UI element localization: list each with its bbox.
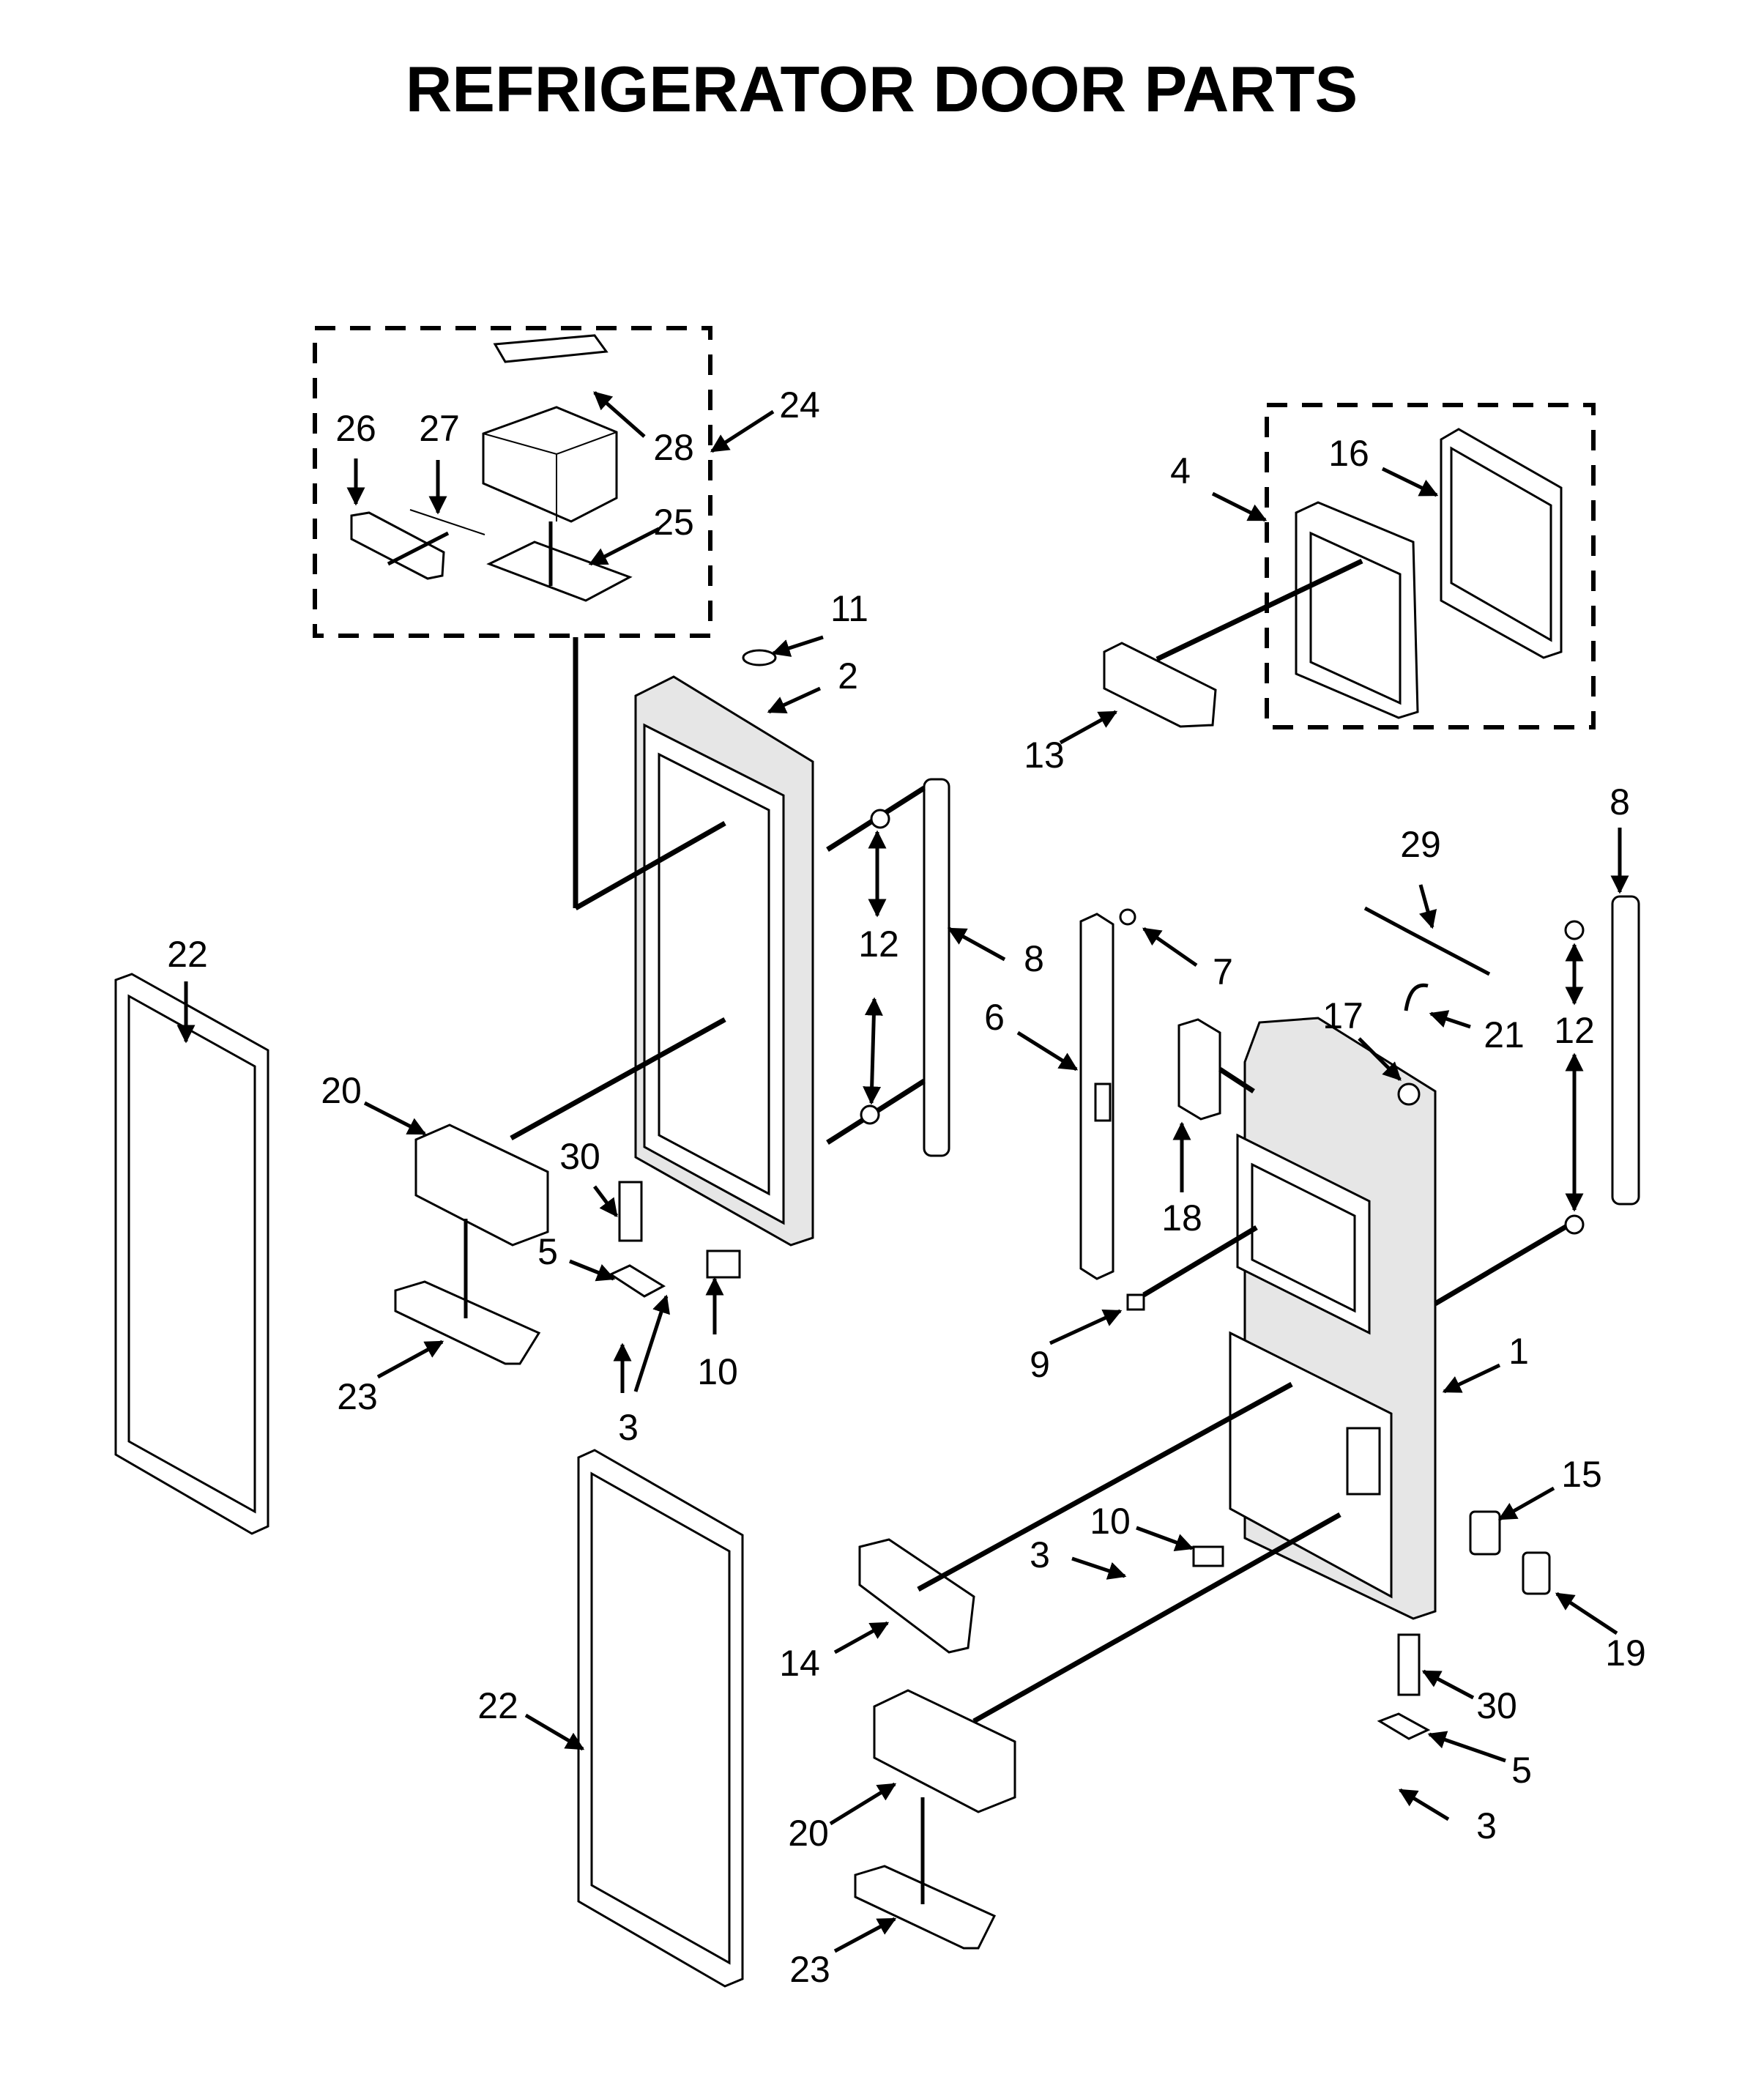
callout-1: 1	[1508, 1331, 1529, 1372]
part-20-lower-bin	[873, 1512, 1341, 1813]
callout-26: 26	[335, 408, 376, 449]
callout-3-left: 3	[618, 1407, 639, 1448]
callout-11: 11	[830, 588, 868, 629]
part-24-bin-housing	[482, 406, 618, 523]
part-27-rod	[387, 509, 485, 566]
callout-10-left: 10	[697, 1351, 738, 1392]
callout-13: 13	[1024, 735, 1065, 776]
part-11-clip	[742, 649, 777, 666]
callout-8-right: 8	[1609, 781, 1630, 822]
part-7-screw	[1119, 908, 1136, 926]
part-13-door-bin	[1103, 642, 1217, 728]
callout-23-lower: 23	[789, 1949, 830, 1990]
callout-15: 15	[1561, 1454, 1602, 1495]
part-15-ring	[1469, 1510, 1501, 1556]
callout-23-left: 23	[337, 1376, 378, 1417]
callout-7: 7	[1213, 951, 1233, 992]
callout-3-right: 3	[1030, 1534, 1050, 1575]
part-8-left-handle	[826, 778, 950, 1157]
callout-17: 17	[1322, 995, 1363, 1036]
callout-8-left: 8	[1024, 938, 1044, 979]
part-14-door-bin	[858, 1381, 1293, 1654]
part-23-left-tray	[394, 1219, 541, 1365]
callout-5-right: 5	[1511, 1750, 1532, 1791]
part-2-left-door-liner	[510, 637, 814, 1247]
page-title: REFRIGERATOR DOOR PARTS	[406, 53, 1358, 125]
part-5-hinge-left	[608, 1264, 666, 1298]
part-23-lower-tray	[854, 1797, 997, 1950]
part-18-control-board	[1177, 1018, 1255, 1121]
callout-5-left: 5	[537, 1231, 558, 1272]
callout-24: 24	[779, 385, 820, 426]
part-30-hinge-pin-left	[618, 1181, 643, 1242]
part-20-left-bin	[414, 1124, 549, 1247]
part-22-lower-gasket	[577, 1449, 744, 1988]
part-19-cap	[1522, 1551, 1551, 1595]
part-28-lid	[493, 334, 609, 363]
callout-22-lower: 22	[477, 1685, 518, 1726]
callout-10-right: 10	[1090, 1501, 1131, 1542]
part-9-light-cover	[1126, 1225, 1258, 1311]
callout-30-right: 30	[1476, 1685, 1517, 1726]
callout-9: 9	[1030, 1344, 1050, 1385]
callout-29: 29	[1400, 824, 1441, 865]
callout-25: 25	[653, 502, 694, 543]
callout-12-left: 12	[858, 924, 899, 965]
part-22-left-gasket	[114, 973, 269, 1535]
part-5-hinge-right	[1377, 1712, 1431, 1740]
callout-20-lower: 20	[788, 1813, 829, 1854]
callout-12-right: 12	[1554, 1010, 1595, 1051]
callout-22-left: 22	[167, 934, 208, 975]
callout-4: 4	[1170, 450, 1191, 491]
callout-2: 2	[838, 655, 858, 697]
callout-28: 28	[653, 427, 694, 468]
callout-30-left: 30	[559, 1136, 600, 1177]
part-29-wire-harness	[1363, 906, 1491, 976]
leader-arrows	[176, 391, 1629, 1953]
callout-14: 14	[779, 1643, 820, 1684]
part-21-tube	[1404, 983, 1429, 1011]
part-17-fitting	[1397, 1082, 1421, 1106]
part-10-right-connector	[1192, 1545, 1224, 1567]
callout-19: 19	[1605, 1633, 1646, 1674]
part-4-dispenser-frame	[1155, 501, 1419, 719]
part-8-right-handle	[1611, 895, 1640, 1206]
part-10-left-connector	[706, 1249, 741, 1279]
part-12-right-handle-screws	[1564, 920, 1585, 1235]
callout-18: 18	[1161, 1197, 1202, 1238]
part-12-left-handle-screws	[860, 809, 890, 1125]
callout-16: 16	[1328, 433, 1369, 474]
callout-27: 27	[419, 408, 460, 449]
callout-20-left: 20	[321, 1070, 362, 1111]
part-30-hinge-pin-right	[1397, 1633, 1421, 1696]
part-25-tray	[486, 521, 633, 602]
callout-6: 6	[984, 997, 1005, 1038]
part-1-right-door	[1229, 1017, 1568, 1620]
callout-21: 21	[1484, 1014, 1525, 1055]
assembly-box-4	[1265, 403, 1596, 729]
part-16-gasket-frame	[1440, 428, 1563, 659]
callout-3-lower: 3	[1476, 1805, 1497, 1846]
part-26-bracket	[350, 511, 445, 580]
part-6-door-mullion	[1079, 913, 1114, 1280]
